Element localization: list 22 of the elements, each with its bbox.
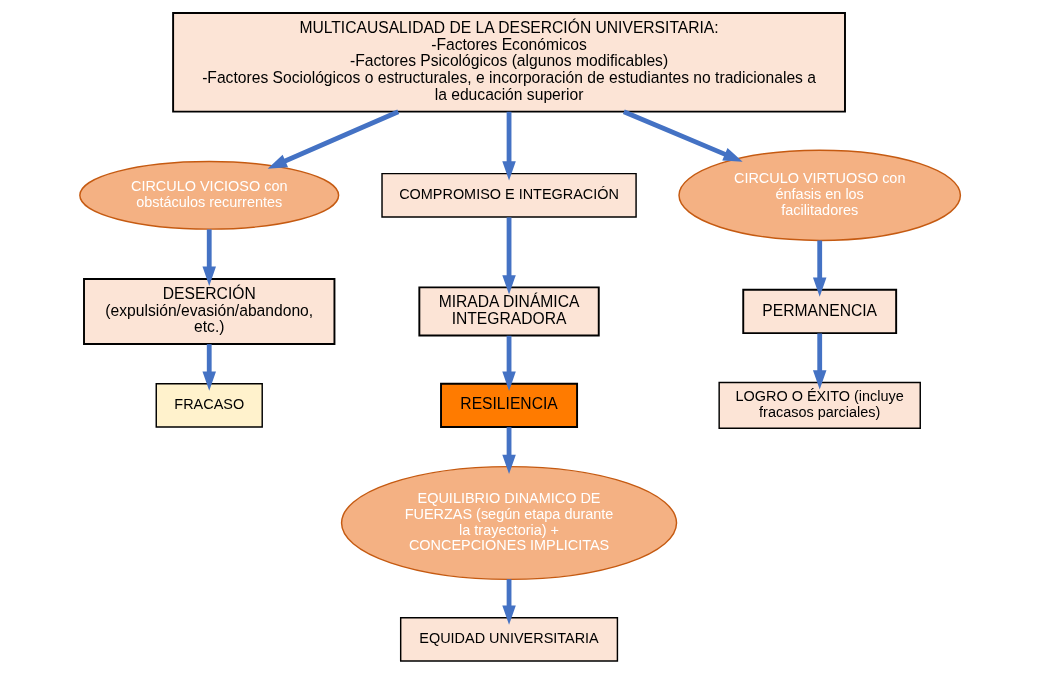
- node-box: FRACASO: [155, 383, 263, 428]
- arrow: [267, 109, 399, 169]
- arrow: [622, 109, 743, 162]
- arrow: [201, 229, 216, 286]
- arrow: [501, 427, 516, 475]
- arrow: [501, 111, 516, 181]
- node-ellipse: EQUILIBRIO DINAMICO DE FUERZAS (según etapa durante la trayectoria) + CONCEPCIONES IMPLICITAS: [340, 465, 677, 581]
- arrow: [812, 333, 826, 390]
- arrow: [501, 335, 516, 391]
- node-box: DESERCIÓN (expulsión/evasión/abandono, etc.): [82, 278, 335, 345]
- node-box: COMPROMISO E INTEGRACIÓN: [380, 172, 637, 218]
- node-box: LOGRO O ÉXITO (incluye fracasos parciales): [717, 381, 921, 429]
- node-box: MIRADA DINÁMICA INTEGRADORA: [417, 286, 600, 337]
- node-box: PERMANENCIA: [741, 288, 897, 335]
- arrow: [812, 240, 826, 297]
- arrow: [501, 217, 516, 295]
- node-box: EQUIDAD UNIVERSITARIA: [399, 617, 618, 662]
- node-ellipse: CIRCULO VICIOSO con obstáculos recurrentes: [78, 160, 339, 230]
- node-box: MULTICAUSALIDAD DE LA DESERCIÓN UNIVERSITARIA: -Factores Económicos -Factores Psicológicos (algunos modificables) -Factores Sociológicos o estructurales, e incorporación de estudiantes no tradicionales a la educación superior: [171, 11, 846, 113]
- arrow: [501, 579, 516, 625]
- node-box: RESILIENCIA: [439, 382, 578, 429]
- arrow: [201, 344, 216, 391]
